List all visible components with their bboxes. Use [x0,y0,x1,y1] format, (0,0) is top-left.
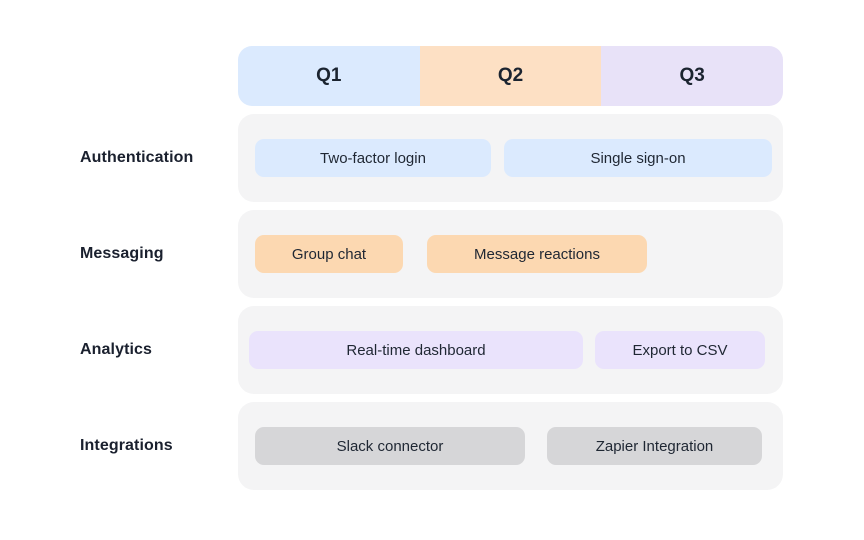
pill-two-factor-login[interactable]: Two-factor login [255,139,491,177]
pill-export-to-csv[interactable]: Export to CSV [595,331,765,369]
quarter-q3: Q3 [601,46,783,106]
row-label-authentication: Authentication [80,149,194,166]
quarter-header-strip: Q1 Q2 Q3 [238,46,783,106]
pill-message-reactions[interactable]: Message reactions [427,235,647,273]
pill-single-sign-on[interactable]: Single sign-on [504,139,772,177]
pill-zapier-integration[interactable]: Zapier Integration [547,427,762,465]
row-label-analytics: Analytics [80,341,153,358]
pill-real-time-dashboard[interactable]: Real-time dashboard [249,331,583,369]
pill-slack-connector[interactable]: Slack connector [255,427,525,465]
quarter-q2: Q2 [419,46,602,106]
row-messaging: Group chat Message reactions [238,210,783,298]
pill-group-chat[interactable]: Group chat [255,235,403,273]
roadmap-board: Q1 Q2 Q3 Two-factor login Single sign-on… [238,46,783,498]
category-label-column: Authentication Messaging Analytics Integ… [80,114,230,498]
row-label-integrations: Integrations [80,437,173,454]
quarter-q1: Q1 [238,46,420,106]
row-label-messaging: Messaging [80,245,164,262]
row-integrations: Slack connector Zapier Integration [238,402,783,490]
row-authentication: Two-factor login Single sign-on [238,114,783,202]
row-analytics: Real-time dashboard Export to CSV [238,306,783,394]
